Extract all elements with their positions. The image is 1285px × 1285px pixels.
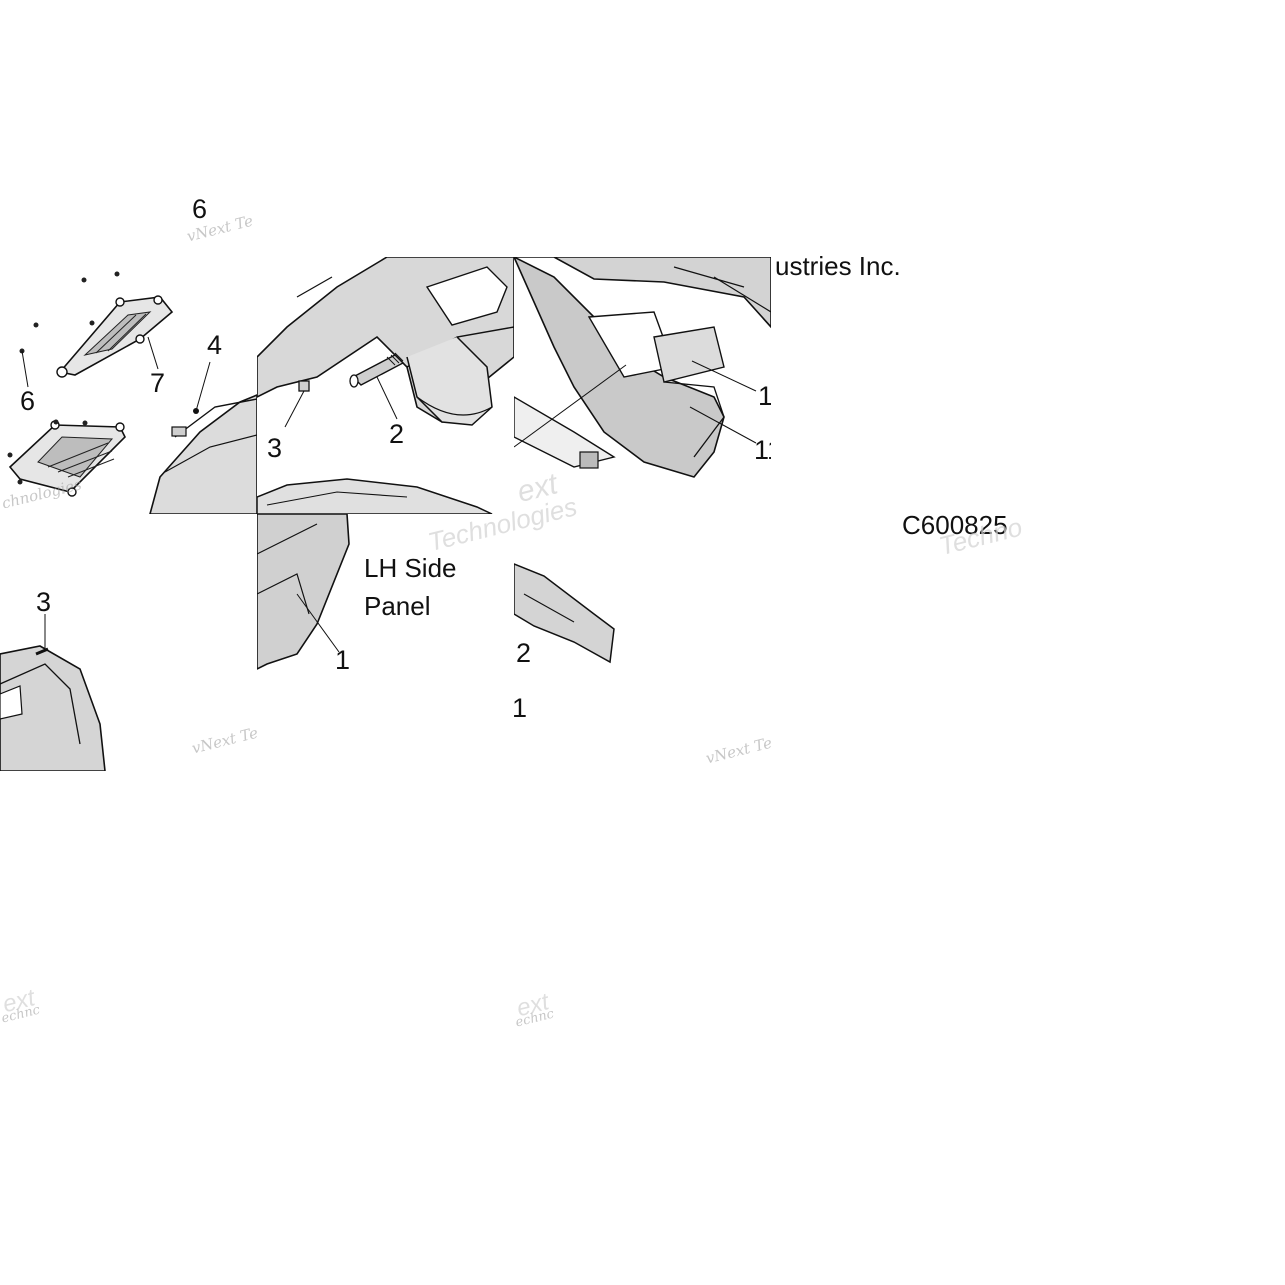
diagram-tile-lh-side-panel: LH Side Panel 1 xyxy=(257,514,514,771)
lh-side-panel-label: LH Side Panel xyxy=(364,553,457,621)
trim-strip-drawing xyxy=(514,563,615,664)
callout-2-mid: 2 xyxy=(389,419,405,449)
callout-4: 4 xyxy=(207,330,223,360)
callout-3-lower: 3 xyxy=(36,587,52,617)
callout-11-right: 11 xyxy=(754,435,771,465)
callout-6-left: 6 xyxy=(20,386,36,416)
callout-1-bottom: 1 xyxy=(514,693,528,723)
front-panel-drawing xyxy=(0,614,106,771)
callout-7: 7 xyxy=(150,368,166,398)
callout-2-lower: 2 xyxy=(516,638,532,668)
diagram-tile-side-panel-upper: 1 11 ext xyxy=(514,257,771,514)
callout-3-mid: 3 xyxy=(267,433,283,463)
lh-side-panel-drawing xyxy=(257,514,350,670)
diagram-tile-trim-strip: 2 1 vNext Te xyxy=(514,514,771,771)
callout-1-lower: 1 xyxy=(335,645,351,675)
diagram-tile-front-panel: 3 vNext Te xyxy=(0,514,257,771)
diagram-tile-fasteners: 3 2 xyxy=(257,257,514,514)
vent-brackets-drawing xyxy=(7,271,257,514)
side-panel-upper-drawing xyxy=(514,257,771,478)
header-manufacturer-fragment: ustries Inc. xyxy=(775,251,901,281)
fasteners-drawing xyxy=(257,257,514,514)
callout-1-right: 1 xyxy=(758,381,771,411)
callout-6-top: 6 xyxy=(192,194,208,224)
diagram-tile-vent-brackets: 4 7 6 chnologies xyxy=(0,257,257,514)
figure-code: C600825 xyxy=(902,510,1008,540)
